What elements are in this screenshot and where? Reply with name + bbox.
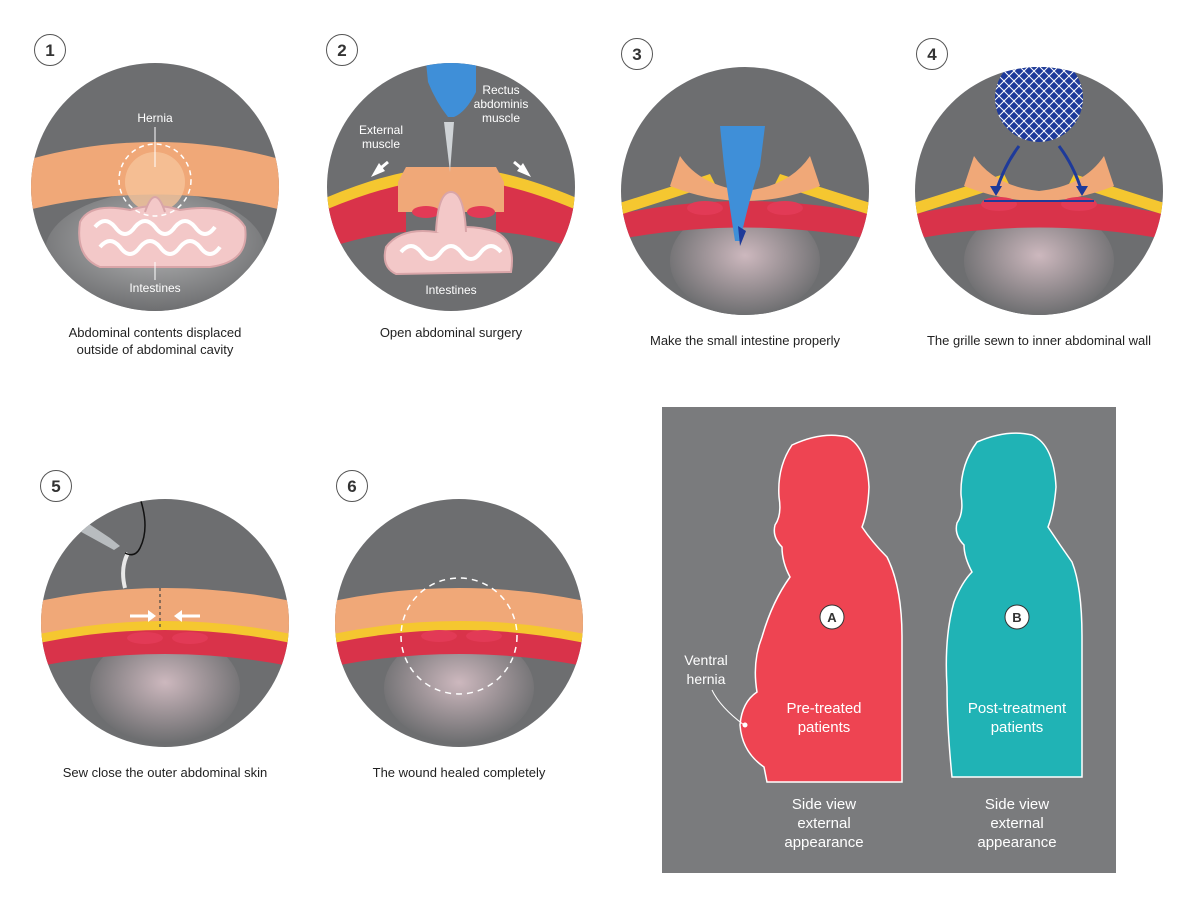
patient-a-badge: A [827,610,837,625]
step-6-badge: 6 [336,470,368,502]
external-muscle-label: External [359,123,403,137]
svg-text:hernia: hernia [687,671,726,687]
step-2-caption: Open abdominal surgery [379,325,523,340]
step-2-illustration: External muscle Rectus abdominis muscle … [327,63,575,311]
patient-a-silhouette [739,434,903,783]
patient-b-caption: Side view external appearance [977,796,1057,851]
mesh-grille [995,67,1083,142]
patient-b-label: Post-treatment [968,700,1067,717]
svg-text:abdominis: abdominis [474,97,529,111]
patient-silhouettes: A B Pre-treated patients Post-treatment … [684,432,1083,783]
step-4-badge: 4 [916,38,948,70]
intestines-label: Intestines [129,281,180,295]
step-6-illustration [335,499,583,747]
step-4-caption: The grille sewn to inner abdominal wall [926,333,1151,348]
patient-b-badge: B [1012,610,1021,625]
svg-text:patients: patients [991,719,1044,736]
step-5-caption: Sew close the outer abdominal skin [62,765,268,780]
intestines-shape [78,196,247,268]
step-1-illustration: Hernia Intestines [31,63,279,311]
svg-text:muscle: muscle [482,111,520,125]
svg-text:muscle: muscle [362,137,400,151]
step-5-illustration [41,499,289,747]
ventral-hernia-label: Ventral [684,652,728,668]
glove-shape [426,63,476,117]
glove-shape [720,126,765,241]
step-3-caption: Make the small intestine properly [649,333,841,348]
svg-text:patients: patients [798,719,851,736]
step-5-badge: 5 [40,470,72,502]
patient-comparison-panel: A B Pre-treated patients Post-treatment … [662,407,1116,873]
rectus-muscle-label: Rectus [482,83,519,97]
step-1-caption: Abdominal contents displaced outside of … [68,325,242,357]
step-2-badge: 2 [326,34,358,66]
step-4-illustration [915,67,1163,315]
patient-a-caption: Side view external appearance [784,796,864,851]
patient-a-label: Pre-treated [786,700,861,717]
intestines-shape [383,190,513,276]
step-3-badge: 3 [621,38,653,70]
intestines-label: Intestines [425,283,476,297]
hernia-label: Hernia [137,111,173,125]
step-3-illustration [621,67,869,315]
step-1-badge: 1 [34,34,66,66]
step-6-caption: The wound healed completely [372,765,546,780]
